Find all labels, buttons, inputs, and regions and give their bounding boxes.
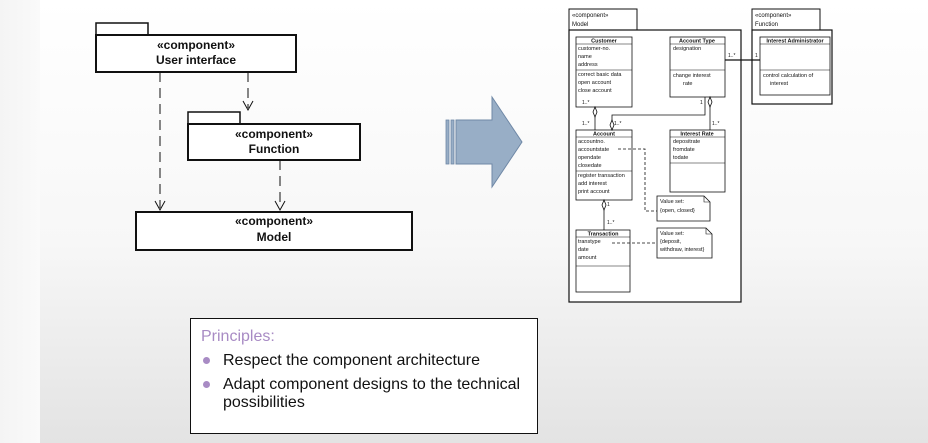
- class-transaction: Transaction transtype date amount: [575, 229, 631, 293]
- customer-op-2: close account: [578, 88, 612, 94]
- note-value-set-type: Value set: {deposit, withdraw, interest}: [656, 227, 713, 259]
- model-package-name: Model: [572, 22, 588, 28]
- account-attr-1: accountstate: [578, 147, 609, 153]
- function-name: Function: [249, 142, 300, 156]
- account-attr-2: opendate: [578, 155, 601, 161]
- class-account-type: Account Type designation change interest…: [669, 36, 726, 98]
- transaction-attr-2: amount: [578, 255, 597, 261]
- account-op-1: add interest: [578, 181, 607, 187]
- transaction-name: Transaction: [588, 232, 620, 238]
- account-type-name: Account Type: [679, 39, 715, 45]
- model-name: Model: [257, 230, 292, 244]
- bullet-icon: [203, 357, 210, 364]
- account-type-attr-0: designation: [673, 46, 701, 52]
- principle-item: Adapt component designs to the technical…: [201, 376, 527, 412]
- class-account: Account accountno. accountstate opendate…: [575, 129, 633, 201]
- mult-cust-top: 1..*: [582, 100, 590, 106]
- interest-admin-op-0: control calculation of: [763, 73, 814, 79]
- mult-at-bottom1: 1: [700, 100, 703, 106]
- dependency-arrows: [154, 72, 286, 212]
- note2-line-0: Value set:: [660, 231, 685, 237]
- mult-at-left: 1..*: [614, 121, 622, 127]
- mult-cust-bottom: 1..*: [582, 121, 590, 127]
- note2-line-2: withdraw, interest}: [659, 247, 704, 253]
- model-stereotype: «component»: [235, 214, 313, 228]
- transaction-attr-0: transtype: [578, 239, 601, 245]
- left-strip: [0, 0, 40, 443]
- transaction-attr-1: date: [578, 247, 589, 253]
- principles-list: Respect the component architecture Adapt…: [201, 352, 527, 412]
- customer-op-1: open account: [578, 80, 611, 86]
- class-diagram: «component» Model «component» Function C…: [568, 8, 833, 303]
- account-name: Account: [593, 132, 615, 138]
- customer-attr-1: name: [578, 54, 592, 60]
- interest-admin-name: Interest Administrator: [766, 39, 824, 45]
- interest-admin-op-1: interest: [770, 81, 789, 87]
- customer-name: Customer: [591, 39, 618, 45]
- interest-rate-attr-0: depositrate: [673, 139, 700, 145]
- model-component: «component» Model: [135, 211, 413, 251]
- mult-at-right: 1: [755, 53, 758, 59]
- account-attr-0: accountno.: [578, 139, 605, 145]
- principles-box: Principles: Respect the component archit…: [190, 318, 538, 434]
- mult-at-bottom2: 1..*: [728, 53, 736, 59]
- mult-acc-bottom: 1: [607, 202, 610, 208]
- note1-line-1: {open, closed}: [660, 208, 695, 214]
- interest-rate-name: Interest Rate: [680, 132, 713, 138]
- note-value-set-state: Value set: {open, closed}: [656, 195, 711, 222]
- model-package-stereotype: «component»: [572, 13, 609, 19]
- class-customer: Customer customer-no. name address corre…: [575, 36, 633, 108]
- ui-stereotype: «component»: [157, 38, 235, 52]
- class-interest-administrator: Interest Administrator control calculati…: [759, 36, 831, 96]
- customer-attr-2: address: [578, 62, 598, 68]
- account-type-op-1: rate: [683, 81, 692, 87]
- interest-rate-attr-2: todate: [673, 155, 688, 161]
- function-package-stereotype: «component»: [755, 13, 792, 19]
- transition-arrow: [445, 95, 523, 189]
- associations: [592, 59, 760, 244]
- ui-name: User interface: [156, 53, 236, 67]
- mult-trans-top: 1..*: [607, 220, 615, 226]
- class-interest-rate: Interest Rate depositrate fromdate todat…: [669, 129, 726, 193]
- customer-op-0: correct basic data: [578, 72, 622, 78]
- bullet-icon: [203, 381, 210, 388]
- mult-ir-top: 1..*: [712, 121, 720, 127]
- account-op-0: register transaction: [578, 173, 625, 179]
- function-stereotype: «component»: [235, 127, 313, 141]
- note1-line-0: Value set:: [660, 199, 685, 205]
- principle-text: Adapt component designs to the technical…: [223, 376, 521, 411]
- interest-rate-attr-1: fromdate: [673, 147, 695, 153]
- customer-attr-0: customer-no.: [578, 46, 611, 52]
- account-op-2: print account: [578, 189, 610, 195]
- account-attr-3: closedate: [578, 163, 602, 169]
- principles-title: Principles:: [201, 328, 275, 345]
- principle-item: Respect the component architecture: [201, 352, 527, 370]
- function-component: «component» Function: [187, 111, 361, 161]
- principle-text: Respect the component architecture: [223, 352, 481, 369]
- function-package-name: Function: [755, 22, 778, 28]
- ui-component: «component» User interface: [95, 22, 297, 73]
- note2-line-1: {deposit,: [660, 239, 682, 245]
- account-type-op-0: change interest: [673, 73, 711, 79]
